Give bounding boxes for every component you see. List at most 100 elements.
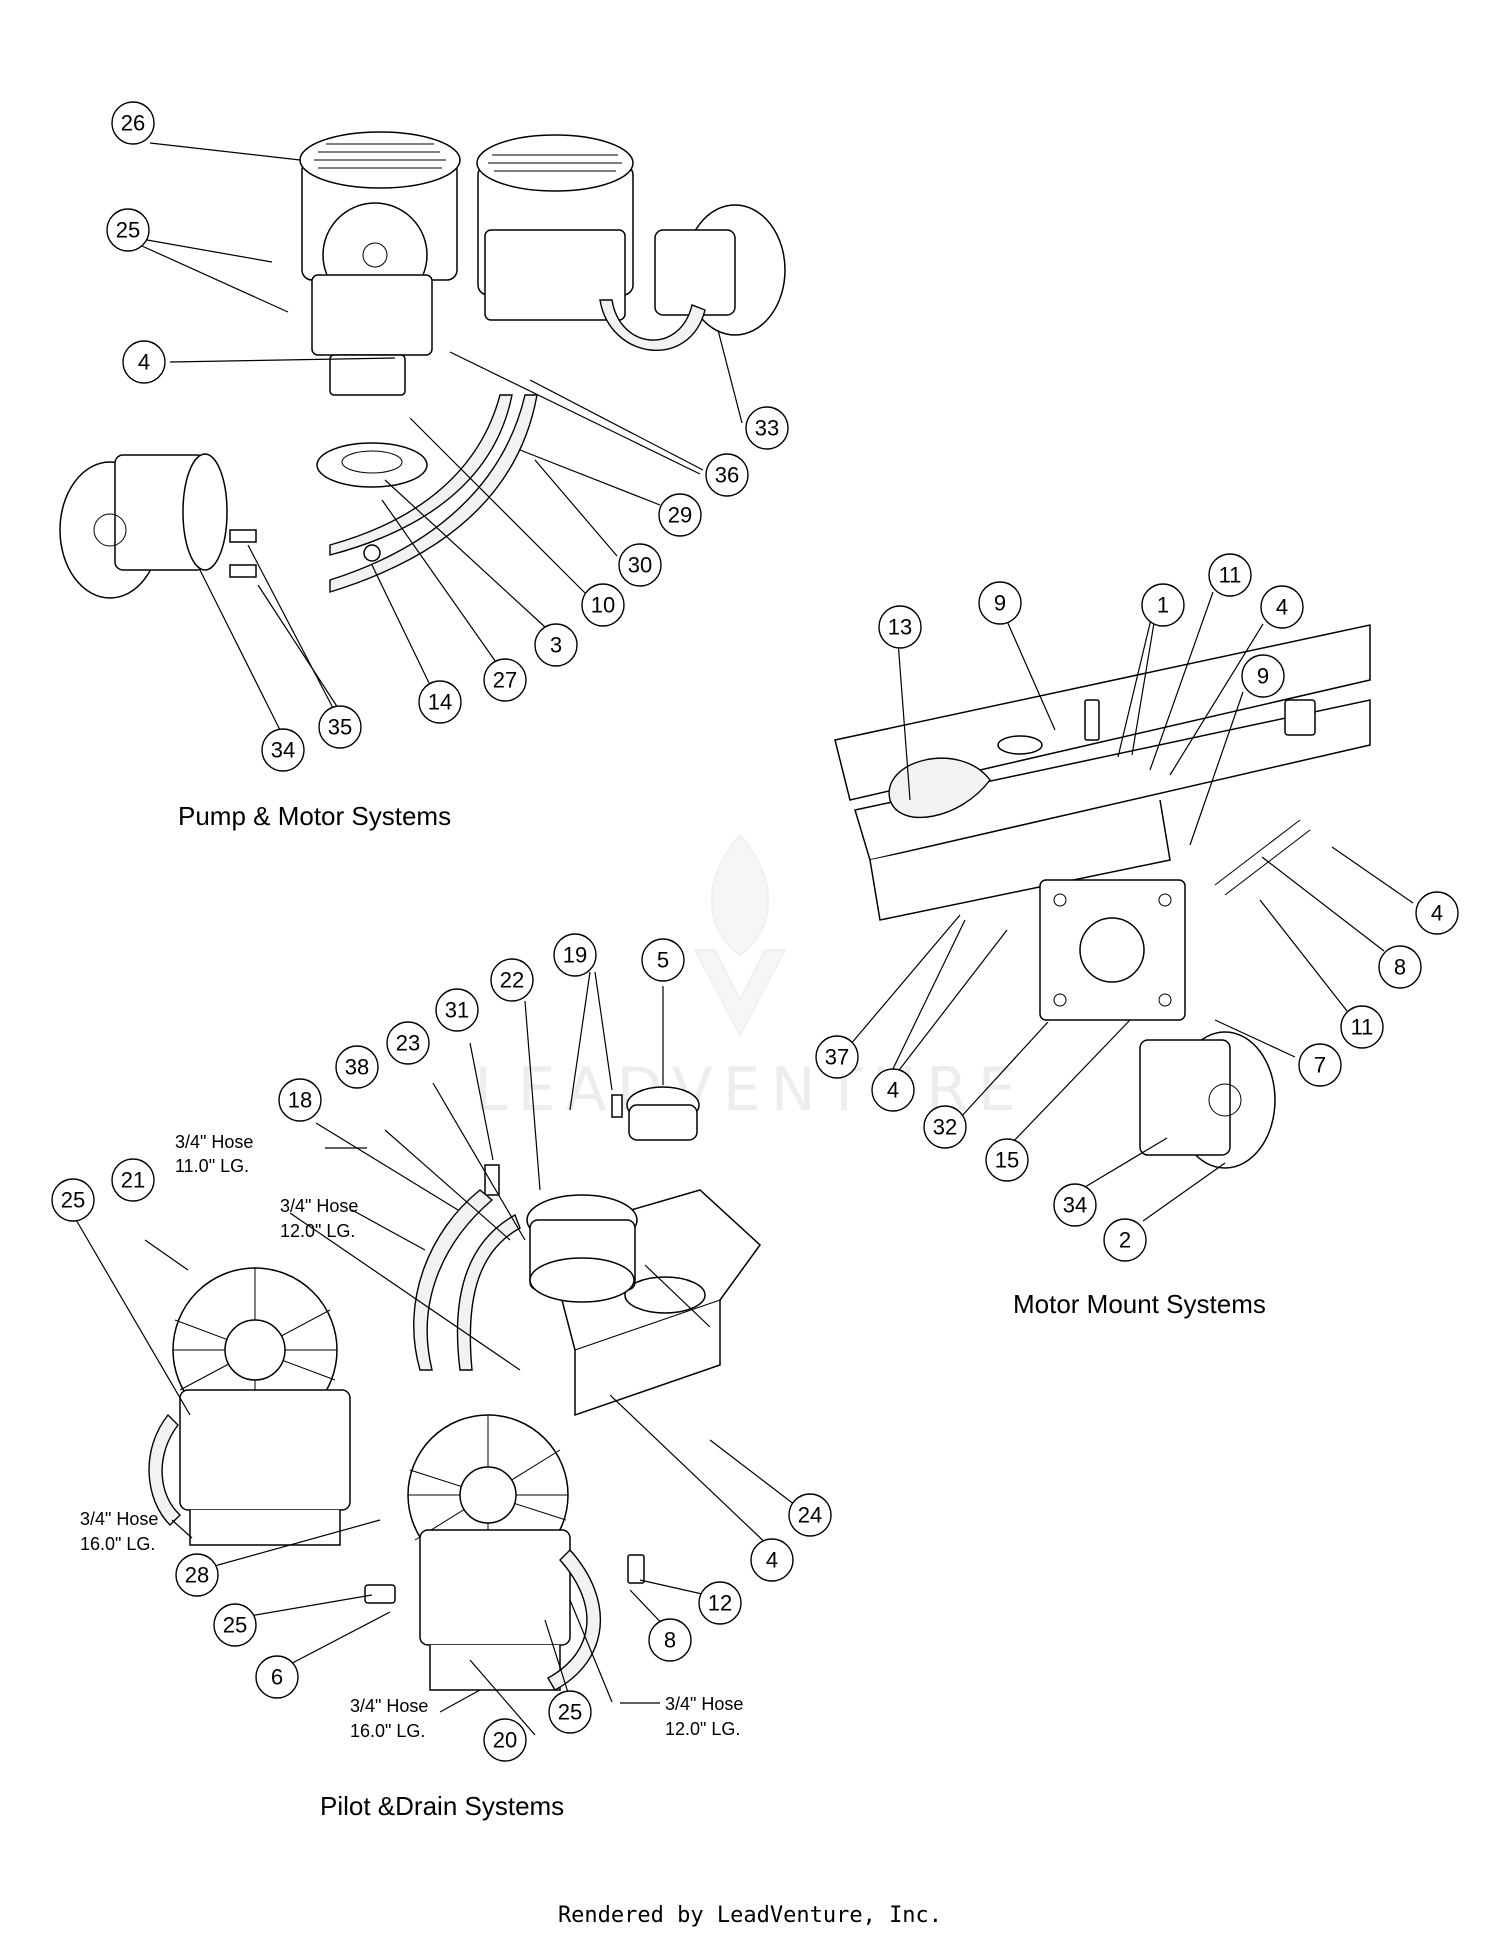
callout-13: 13 (878, 605, 922, 649)
hose-label-16in-left-line1: 3/4" Hose (80, 1509, 158, 1529)
callout-number: 36 (715, 463, 739, 488)
callout-4: 4 (750, 1538, 794, 1582)
callout-number: 19 (563, 943, 587, 968)
callout-number: 28 (185, 1563, 209, 1588)
callout-34: 34 (261, 728, 305, 772)
callout-23: 23 (386, 1021, 430, 1065)
callout-number: 14 (428, 690, 452, 715)
callout-25: 25 (548, 1690, 592, 1734)
callout-number: 4 (766, 1548, 778, 1573)
callout-24: 24 (788, 1493, 832, 1537)
callout-10: 10 (581, 583, 625, 627)
callout-3: 3 (534, 623, 578, 667)
callout-number: 26 (121, 111, 145, 136)
callout-1: 1 (1141, 583, 1185, 627)
hose-label-12in-bottom-line2: 12.0" LG. (665, 1719, 740, 1739)
callout-number: 6 (271, 1665, 283, 1690)
section-title-motor-mount: Motor Mount Systems (1013, 1289, 1266, 1319)
callout-number: 21 (121, 1168, 145, 1193)
callout-26: 26 (111, 101, 155, 145)
callout-8: 8 (648, 1618, 692, 1662)
pump-motor-leaders (141, 142, 743, 731)
callout-15: 15 (985, 1138, 1029, 1182)
callout-number: 22 (500, 968, 524, 993)
callout-number: 13 (888, 615, 912, 640)
callout-8: 8 (1378, 945, 1422, 989)
callout-36: 36 (705, 453, 749, 497)
callout-number: 15 (995, 1148, 1019, 1173)
callout-number: 4 (887, 1078, 899, 1103)
callout-19: 19 (553, 933, 597, 977)
callout-5: 5 (641, 938, 685, 982)
callout-number: 34 (1063, 1193, 1087, 1218)
callout-number: 2 (1119, 1228, 1131, 1253)
callout-number: 33 (755, 416, 779, 441)
callout-7: 7 (1298, 1043, 1342, 1087)
pilot-drain-leaders (74, 971, 796, 1736)
pump-motor-drawing (59, 131, 786, 599)
callout-number: 30 (628, 553, 652, 578)
callout-number: 27 (493, 668, 517, 693)
callout-4: 4 (122, 340, 166, 384)
footer-credit: Rendered by LeadVenture, Inc. (558, 1903, 942, 1928)
callout-number: 23 (396, 1031, 420, 1056)
callout-33: 33 (745, 406, 789, 450)
watermark-logo (693, 833, 787, 1038)
callout-34: 34 (1053, 1183, 1097, 1227)
callout-number: 5 (657, 948, 669, 973)
callout-number: 25 (558, 1700, 582, 1725)
callout-number: 34 (271, 738, 295, 763)
callout-38: 38 (335, 1045, 379, 1089)
callout-number: 20 (493, 1728, 517, 1753)
callout-number: 29 (668, 503, 692, 528)
hose-label-12in-top-line2: 12.0" LG. (280, 1221, 355, 1241)
callout-number: 4 (138, 350, 150, 375)
callout-4: 4 (1415, 891, 1459, 935)
callout-number: 38 (345, 1055, 369, 1080)
callout-number: 9 (1257, 664, 1269, 689)
callout-number: 11 (1351, 1015, 1374, 1040)
callout-number: 32 (933, 1115, 957, 1140)
section-title-pilot-drain: Pilot &Drain Systems (320, 1791, 564, 1821)
callout-6: 6 (255, 1655, 299, 1699)
callout-number: 35 (328, 715, 352, 740)
callout-number: 7 (1314, 1053, 1326, 1078)
callout-number: 25 (223, 1613, 247, 1638)
callout-number: 8 (1394, 955, 1406, 980)
callout-4: 4 (871, 1068, 915, 1112)
callout-28: 28 (175, 1553, 219, 1597)
callout-25: 25 (51, 1178, 95, 1222)
pilot-drain-drawing (148, 1086, 762, 1691)
callout-number: 18 (288, 1088, 312, 1113)
hose-label-16in-bottom-line1: 3/4" Hose (350, 1696, 428, 1716)
hose-label-12in-top-line1: 3/4" Hose (280, 1196, 358, 1216)
callout-9: 9 (978, 581, 1022, 625)
callout-number: 3 (550, 633, 562, 658)
callout-14: 14 (418, 680, 462, 724)
callout-32: 32 (923, 1105, 967, 1149)
hose-label-16in-left-line2: 16.0" LG. (80, 1534, 155, 1554)
callout-number: 11 (1219, 563, 1242, 588)
callout-number: 4 (1431, 901, 1443, 926)
callout-22: 22 (490, 958, 534, 1002)
callout-25: 25 (106, 208, 150, 252)
callout-21: 21 (111, 1158, 155, 1202)
callout-11: 11 (1208, 553, 1252, 597)
callout-number: 37 (825, 1045, 849, 1070)
motor-mount-drawing (834, 624, 1371, 1169)
callout-number: 24 (798, 1503, 822, 1528)
callout-20: 20 (483, 1718, 527, 1762)
callout-4: 4 (1260, 585, 1304, 629)
callout-2: 2 (1103, 1218, 1147, 1262)
motor-mount-leaders (849, 591, 1414, 1222)
callout-37: 37 (815, 1035, 859, 1079)
callout-29: 29 (658, 493, 702, 537)
callout-number: 25 (116, 218, 140, 243)
callout-number: 4 (1276, 595, 1288, 620)
callout-number: 9 (994, 591, 1006, 616)
hose-label-11in-line2: 11.0" LG. (175, 1156, 249, 1176)
callout-number: 25 (61, 1188, 85, 1213)
hose-label-11in-line1: 3/4" Hose (175, 1132, 253, 1152)
callout-12: 12 (698, 1581, 742, 1625)
